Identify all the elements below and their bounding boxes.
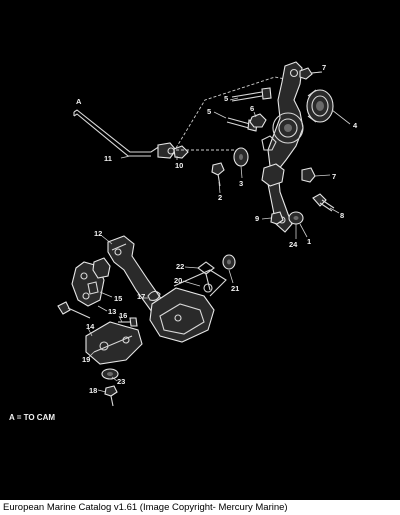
exploded-view-drawing: A 7 5 5 6 4 7 8 9 24 1 3 2 10 11 12 22 2… — [57, 61, 358, 407]
base-plate-20 — [149, 269, 227, 343]
callout-2: 2 — [218, 193, 222, 202]
callout-24: 24 — [289, 240, 298, 249]
callout-13: 13 — [108, 307, 116, 316]
screw-5-upper — [231, 87, 272, 102]
callout-10: 10 — [175, 161, 183, 170]
callout-labels: A 7 5 5 6 4 7 8 9 24 1 3 2 10 11 12 22 2… — [76, 63, 358, 395]
ball-joint — [173, 145, 189, 159]
link-rod — [73, 109, 161, 157]
washer-23 — [101, 368, 119, 380]
callout-8: 8 — [340, 211, 344, 220]
callout-7-upper: 7 — [322, 63, 326, 72]
callout-12: 12 — [94, 229, 102, 238]
nut-6 — [249, 113, 267, 128]
callout-21: 21 — [231, 284, 239, 293]
lever-boss — [261, 135, 285, 187]
callout-19: 19 — [82, 355, 90, 364]
callout-1: 1 — [307, 237, 311, 246]
parts-diagram: A 7 5 5 6 4 7 8 9 24 1 3 2 10 11 12 22 2… — [0, 0, 400, 500]
callout-14: 14 — [86, 322, 95, 331]
nut-7-lower — [301, 167, 316, 183]
callout-a: A — [76, 97, 82, 106]
clip-17 — [147, 290, 161, 301]
callout-5-lower: 5 — [207, 107, 211, 116]
nut-9 — [270, 211, 284, 225]
callout-18: 18 — [89, 386, 97, 395]
screw-7-upper — [299, 67, 323, 80]
screw-14 — [57, 301, 91, 319]
legend-note: A = TO CAM — [9, 413, 56, 422]
callout-17: 17 — [137, 292, 145, 301]
callout-3: 3 — [239, 179, 243, 188]
spring-22 — [197, 261, 215, 291]
bolt-2 — [211, 162, 225, 187]
callout-22: 22 — [176, 262, 184, 271]
washer-3 — [233, 147, 249, 167]
shift-plate-19 — [85, 321, 143, 365]
screw-16 — [118, 317, 138, 327]
spacer-13 — [87, 257, 111, 295]
leader-lines — [87, 71, 351, 393]
bushing-21 — [222, 254, 236, 270]
callout-6: 6 — [250, 104, 254, 113]
callout-20: 20 — [174, 276, 182, 285]
callout-11: 11 — [104, 154, 112, 163]
rod-end-fitting — [157, 142, 177, 159]
callout-7-lower: 7 — [332, 172, 336, 181]
callout-9: 9 — [255, 214, 259, 223]
callout-16: 16 — [119, 311, 127, 320]
callout-15: 15 — [114, 294, 122, 303]
callout-5-upper: 5 — [224, 94, 228, 103]
bolt-18 — [104, 385, 118, 407]
bolt-8 — [312, 193, 335, 212]
callout-23: 23 — [117, 377, 125, 386]
callout-4: 4 — [353, 121, 358, 130]
washer-24 — [288, 211, 304, 225]
cam-bushing — [306, 89, 334, 123]
image-caption: European Marine Catalog v1.61 (Image Cop… — [3, 502, 288, 513]
